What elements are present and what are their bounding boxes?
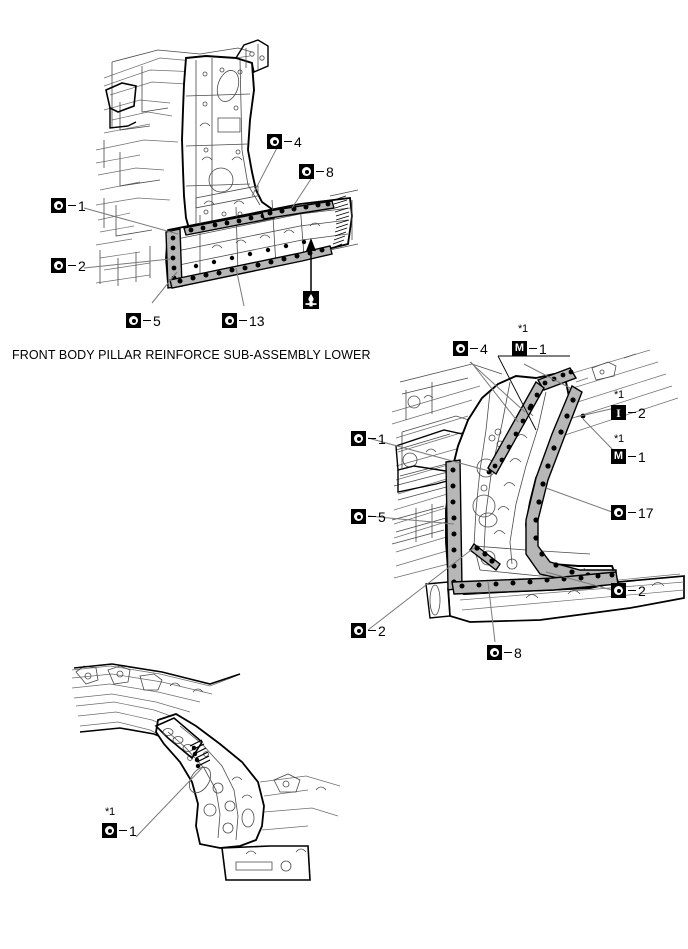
callout-top-8[interactable]: 8 (299, 164, 334, 179)
spot-weld-icon (126, 313, 141, 328)
note-star-mr-top: *1 (518, 323, 528, 335)
figure-middle-right-pillar-view: *1 4 M 1 *1 I 2 *1 M 1 1 (340, 320, 688, 670)
callout-mr-8[interactable]: 8 (487, 645, 522, 660)
callout-mr-m1-top[interactable]: M 1 (512, 341, 547, 356)
callout-value: 8 (514, 644, 522, 661)
inert-weld-icon: I (611, 405, 626, 420)
figure-caption: FRONT BODY PILLAR REINFORCE SUB-ASSEMBLY… (12, 348, 371, 362)
callout-value: 1 (129, 822, 137, 839)
leader-dash (68, 204, 76, 207)
callout-value: 4 (480, 340, 488, 357)
leader-dash (143, 319, 151, 322)
callout-value: 4 (294, 133, 302, 150)
leader-dash (368, 437, 376, 440)
spot-weld-icon (299, 164, 314, 179)
spot-weld-icon (267, 134, 282, 149)
callout-value: 5 (153, 312, 161, 329)
note-star-mr-i2: *1 (614, 389, 624, 401)
callout-mr-2-left[interactable]: 2 (351, 623, 386, 638)
figure-top-rocker-view: 4 8 1 2 5 13 (0, 0, 360, 340)
leader-dash (628, 411, 636, 414)
leader-dash (628, 455, 636, 458)
callout-mr-5[interactable]: 5 (351, 509, 386, 524)
callout-value: 17 (638, 504, 654, 521)
leader-dash (470, 347, 478, 350)
leader-dash (529, 347, 537, 350)
spot-weld-icon (487, 645, 502, 660)
spot-weld-icon (222, 313, 237, 328)
spot-weld-icon (611, 505, 626, 520)
callout-value: 8 (326, 163, 334, 180)
callout-top-4[interactable]: 4 (267, 134, 302, 149)
callout-value: 1 (78, 197, 86, 214)
leader-dash (68, 264, 76, 267)
note-star-bl: *1 (105, 806, 115, 818)
spot-weld-icon (611, 583, 626, 598)
callout-value: 2 (638, 404, 646, 421)
callout-mr-2-right[interactable]: 2 (611, 583, 646, 598)
callout-top-5[interactable]: 5 (126, 313, 161, 328)
spot-weld-icon (453, 341, 468, 356)
callout-value: 5 (378, 508, 386, 525)
callout-mr-4[interactable]: 4 (453, 341, 488, 356)
callout-top-1[interactable]: 1 (51, 198, 86, 213)
callout-top-13[interactable]: 13 (222, 313, 265, 328)
callout-value: 2 (638, 582, 646, 599)
callout-value: 2 (78, 257, 86, 274)
figure-bottom-left-roof-rail-view: *1 1 (50, 640, 350, 881)
leader-dash (239, 319, 247, 322)
spot-weld-icon (51, 198, 66, 213)
spot-weld-icon (351, 623, 366, 638)
callout-mr-17[interactable]: 17 (611, 505, 654, 520)
callout-mr-m1-bottom[interactable]: M 1 (611, 449, 646, 464)
callout-value: 1 (378, 430, 386, 447)
leader-dash (284, 140, 292, 143)
note-star-mr-m1b: *1 (614, 433, 624, 445)
leader-dash (504, 651, 512, 654)
sealer-mark-icon (303, 291, 319, 309)
callout-value: 1 (638, 448, 646, 465)
callout-bl-1[interactable]: 1 (102, 823, 137, 838)
leader-dash (628, 589, 636, 592)
mig-weld-icon: M (512, 341, 527, 356)
callout-mr-1[interactable]: 1 (351, 431, 386, 446)
callout-top-sealer-mark[interactable] (303, 291, 319, 309)
callout-top-2[interactable]: 2 (51, 258, 86, 273)
mig-weld-icon: M (611, 449, 626, 464)
spot-weld-icon (102, 823, 117, 838)
callout-value: 13 (249, 312, 265, 329)
spot-weld-icon (51, 258, 66, 273)
leader-dash (368, 515, 376, 518)
leader-dash (368, 629, 376, 632)
callout-value: 1 (539, 340, 547, 357)
callout-value: 2 (378, 622, 386, 639)
spot-weld-icon (351, 431, 366, 446)
leader-dash (119, 829, 127, 832)
spot-weld-icon (351, 509, 366, 524)
leader-dash (628, 511, 636, 514)
leader-dash (316, 170, 324, 173)
callout-mr-i2[interactable]: I 2 (611, 405, 646, 420)
